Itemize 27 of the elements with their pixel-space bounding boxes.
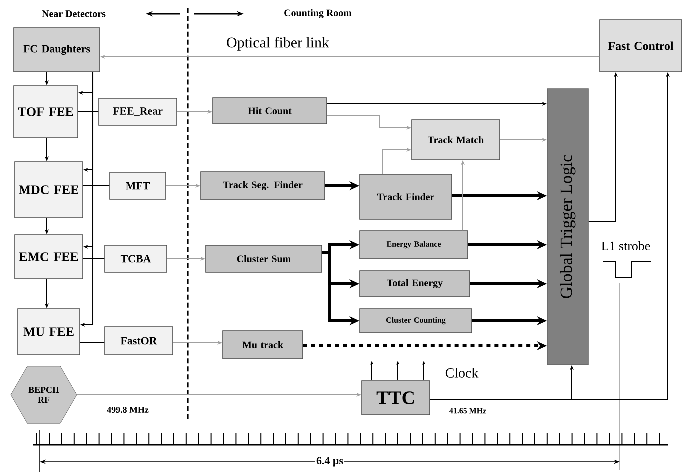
process-box: Track Match bbox=[412, 120, 500, 160]
process-box: Track Seg. Finder bbox=[200, 172, 326, 200]
process-box: FastOR bbox=[104, 326, 174, 356]
text-label: Counting Room bbox=[284, 9, 352, 19]
text-label: L1 strobe bbox=[602, 241, 650, 251]
process-box: Total Energy bbox=[360, 270, 470, 298]
text-label: Clock bbox=[446, 368, 479, 378]
text-label: 6.4 µs bbox=[316, 457, 344, 467]
process-box: MDC FEE bbox=[14, 162, 84, 218]
process-box: Track Finder bbox=[360, 174, 452, 220]
process-box: TCBA bbox=[104, 245, 168, 273]
process-box: MU FEE bbox=[18, 308, 80, 356]
process-box: Cluster Sum bbox=[206, 245, 322, 273]
process-box: EMC FEE bbox=[14, 234, 84, 280]
process-box: TOF FEE bbox=[14, 86, 78, 138]
logic-block: Global Trigger Logic bbox=[547, 88, 589, 366]
process-box: FEE_Rear bbox=[98, 98, 178, 126]
text-label: Near Detectors bbox=[42, 10, 106, 18]
edge-label: 499.8 MHz bbox=[107, 406, 149, 414]
process-box: FC Daughters bbox=[14, 28, 100, 72]
process-box: Hit Count bbox=[212, 98, 328, 124]
source-hexagon: BEPCII RF bbox=[10, 366, 78, 424]
process-box: MFT bbox=[110, 172, 166, 200]
process-box: Mu track bbox=[222, 330, 304, 360]
process-box: TTC bbox=[362, 380, 430, 416]
edge-label: Optical fiber link bbox=[227, 37, 330, 51]
process-box: Fast Control bbox=[600, 20, 682, 72]
